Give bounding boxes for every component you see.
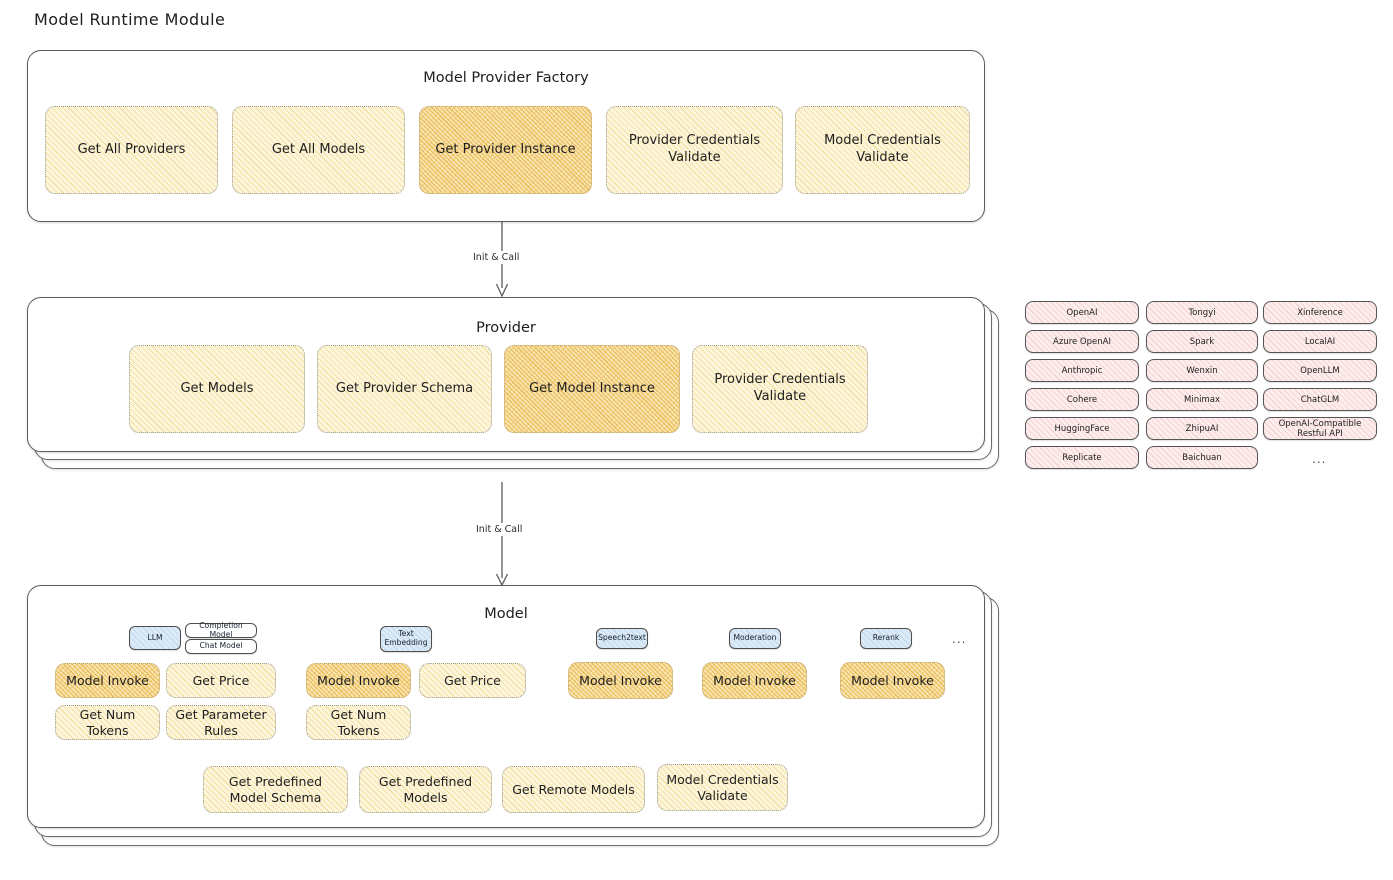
page-title: Model Runtime Module <box>34 10 226 29</box>
provider-box-get-models[interactable]: Get Models <box>129 345 305 433</box>
model-op-text-embedding-get-price[interactable]: Get Price <box>419 663 526 698</box>
model-type-chip-speech2text[interactable]: Speech2text <box>596 628 648 649</box>
provider-chip-chatglm[interactable]: ChatGLM <box>1263 388 1377 411</box>
provider-chip-zhipuai[interactable]: ZhipuAI <box>1146 417 1258 440</box>
provider-chip-xinference[interactable]: Xinference <box>1263 301 1377 324</box>
provider-chip-tongyi[interactable]: Tongyi <box>1146 301 1258 324</box>
provider-box-get-model-instance[interactable]: Get Model Instance <box>504 345 680 433</box>
provider-chip-openai-compatible-restful-api[interactable]: OpenAI-Compatible Restful API <box>1263 417 1377 440</box>
arrow-label-init-and-call-top: Init & Call <box>470 251 523 264</box>
model-common-get-predefined-models[interactable]: Get Predefined Models <box>359 766 492 813</box>
provider-chip-localai[interactable]: LocalAI <box>1263 330 1377 353</box>
provider-chip-spark[interactable]: Spark <box>1146 330 1258 353</box>
model-common-get-remote-models[interactable]: Get Remote Models <box>502 766 645 813</box>
provider-chip-openllm[interactable]: OpenLLM <box>1263 359 1377 382</box>
model-op-llm-get-parameter-rules[interactable]: Get Parameter Rules <box>166 705 276 740</box>
model-op-text-embedding-get-num-tokens[interactable]: Get Num Tokens <box>306 705 411 740</box>
arrow-label-init-and-call-bottom: Init & Call <box>473 523 526 536</box>
factory-box-get-provider-instance[interactable]: Get Provider Instance <box>419 106 592 194</box>
model-op-text-embedding-model-invoke[interactable]: Model Invoke <box>306 663 411 698</box>
panel-title-model: Model <box>484 606 528 622</box>
model-op-moderation-model-invoke[interactable]: Model Invoke <box>702 662 807 699</box>
factory-box-model-credentials-validate[interactable]: Model Credentials Validate <box>795 106 970 194</box>
provider-chip-wenxin[interactable]: Wenxin <box>1146 359 1258 382</box>
model-type-chip-moderation[interactable]: Moderation <box>729 628 781 649</box>
factory-box-provider-credentials-validate[interactable]: Provider Credentials Validate <box>606 106 783 194</box>
model-op-rerank-model-invoke[interactable]: Model Invoke <box>840 662 945 699</box>
model-type-chip-more: ... <box>952 632 967 646</box>
provider-chip-azure-openai[interactable]: Azure OpenAI <box>1025 330 1139 353</box>
model-common-get-predefined-model-schema[interactable]: Get Predefined Model Schema <box>203 766 348 813</box>
model-type-chip-rerank[interactable]: Rerank <box>860 628 912 649</box>
model-op-speech2text-model-invoke[interactable]: Model Invoke <box>568 662 673 699</box>
model-type-chip-text-embedding[interactable]: Text Embedding <box>380 626 432 652</box>
provider-chip-openai[interactable]: OpenAI <box>1025 301 1139 324</box>
model-subtype-chip-chat-model[interactable]: Chat Model <box>185 639 257 654</box>
provider-chip-anthropic[interactable]: Anthropic <box>1025 359 1139 382</box>
model-type-chip-llm[interactable]: LLM <box>129 626 181 650</box>
model-op-llm-model-invoke[interactable]: Model Invoke <box>55 663 160 698</box>
model-op-llm-get-price[interactable]: Get Price <box>166 663 276 698</box>
provider-box-provider-credentials-validate[interactable]: Provider Credentials Validate <box>692 345 868 433</box>
model-subtype-chip-completion-model[interactable]: Completion Model <box>185 621 257 638</box>
provider-chip-minimax[interactable]: Minimax <box>1146 388 1258 411</box>
model-op-llm-get-num-tokens[interactable]: Get Num Tokens <box>55 705 160 740</box>
panel-title-model-provider-factory: Model Provider Factory <box>423 70 589 86</box>
provider-chip-baichuan[interactable]: Baichuan <box>1146 446 1258 469</box>
provider-chip-more: ... <box>1312 452 1327 466</box>
provider-box-get-provider-schema[interactable]: Get Provider Schema <box>317 345 492 433</box>
model-common-model-credentials-validate[interactable]: Model Credentials Validate <box>657 764 788 811</box>
panel-title-provider: Provider <box>476 320 536 336</box>
provider-chip-cohere[interactable]: Cohere <box>1025 388 1139 411</box>
provider-chip-replicate[interactable]: Replicate <box>1025 446 1139 469</box>
provider-chip-huggingface[interactable]: HuggingFace <box>1025 417 1139 440</box>
factory-box-get-all-providers[interactable]: Get All Providers <box>45 106 218 194</box>
factory-box-get-all-models[interactable]: Get All Models <box>232 106 405 194</box>
